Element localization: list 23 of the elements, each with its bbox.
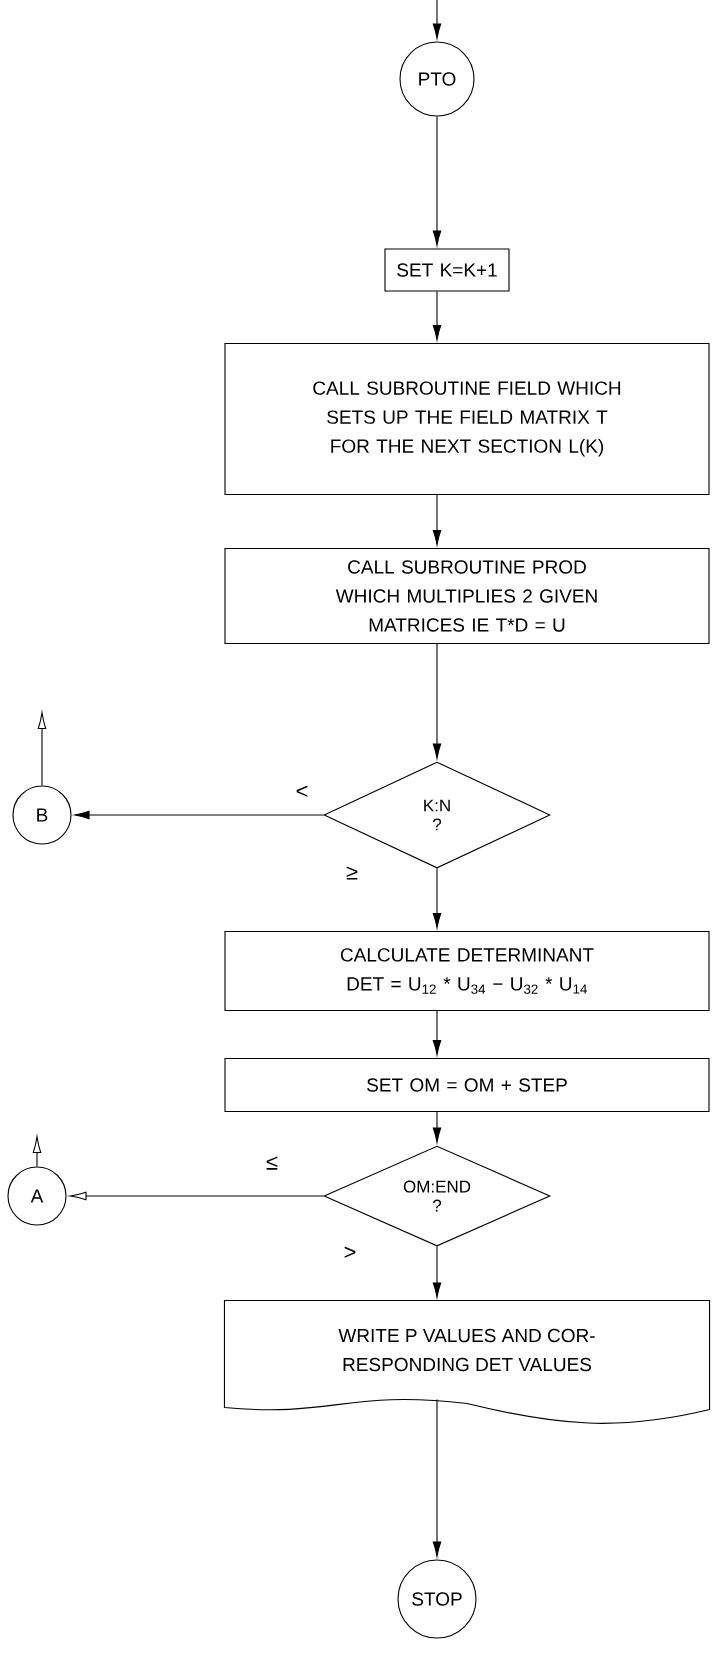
arrow bbox=[32, 1136, 42, 1167]
arrow bbox=[432, 1010, 442, 1056]
process-box: SET OM = OM + STEP bbox=[224, 1057, 710, 1113]
process-box: CALL SUBROUTINE PROD WHICH MULTIPLIES 2 GIVEN MATRICES IE T*D = U bbox=[224, 547, 710, 645]
arrow bbox=[74, 810, 324, 820]
arrow bbox=[432, 291, 442, 341]
arrow bbox=[432, 494, 442, 546]
process-box: CALL SUBROUTINE FIELD WHICH SETS UP THE FIELD MATRIX T FOR THE NEXT SECTION L(K) bbox=[224, 342, 710, 496]
edge-label: > bbox=[342, 1245, 358, 1261]
edge-label: ≤ bbox=[264, 1155, 280, 1171]
arrow bbox=[432, 0, 442, 39]
arrow bbox=[432, 116, 442, 246]
arrow bbox=[432, 868, 442, 929]
arrow bbox=[432, 1111, 442, 1143]
document-box: WRITE P VALUES AND COR- RESPONDING DET VALUES bbox=[223, 1299, 711, 1424]
arrow bbox=[37, 712, 47, 786]
process-box: SET K=K+1 bbox=[384, 248, 510, 292]
process-box: CALCULATE DETERMINANT DET = U$_{12}$ * U$_{34}$ − U$_{32}$ * U$_{14}$ bbox=[224, 930, 710, 1012]
edge-label: < bbox=[294, 784, 310, 800]
arrow bbox=[432, 643, 442, 759]
arrow bbox=[69, 1191, 324, 1201]
arrow bbox=[432, 1246, 442, 1298]
arrow bbox=[432, 1399, 442, 1557]
